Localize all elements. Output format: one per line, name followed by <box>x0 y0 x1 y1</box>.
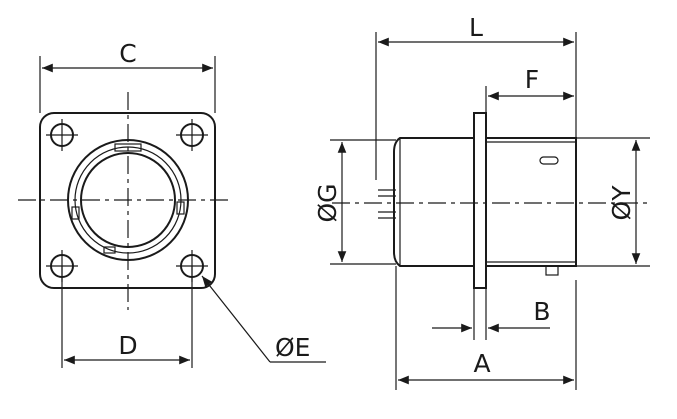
mounting-hole-top-right <box>176 119 208 151</box>
contact-pins <box>375 140 396 219</box>
dim-E-label: ØE <box>275 333 310 362</box>
mounting-hole-top-left <box>46 119 78 151</box>
front-view: C D ØE <box>18 39 326 368</box>
receptacle-outer-ring <box>67 139 189 261</box>
front-shell-outline <box>485 137 577 267</box>
dim-E-leader <box>201 275 271 363</box>
dim-F-label: F <box>525 65 539 94</box>
receptacle-inner-ring <box>80 152 176 248</box>
side-view: L F ØG ØY B A <box>313 13 652 390</box>
receptacle-middle-ring <box>74 146 182 254</box>
dim-D-label: D <box>118 331 137 360</box>
receptacle-keyways <box>71 143 185 254</box>
bayonet-slot <box>539 156 559 165</box>
dim-L-label: L <box>469 13 483 42</box>
dim-C-label: C <box>119 39 136 68</box>
dim-G-label: ØG <box>313 183 342 222</box>
dim-Y-label: ØY <box>607 185 636 221</box>
rear-body-outline <box>393 137 475 267</box>
dim-B-label: B <box>533 297 550 326</box>
dim-A-label: A <box>473 349 490 378</box>
key-tab <box>545 265 559 276</box>
side-flange <box>473 112 487 289</box>
